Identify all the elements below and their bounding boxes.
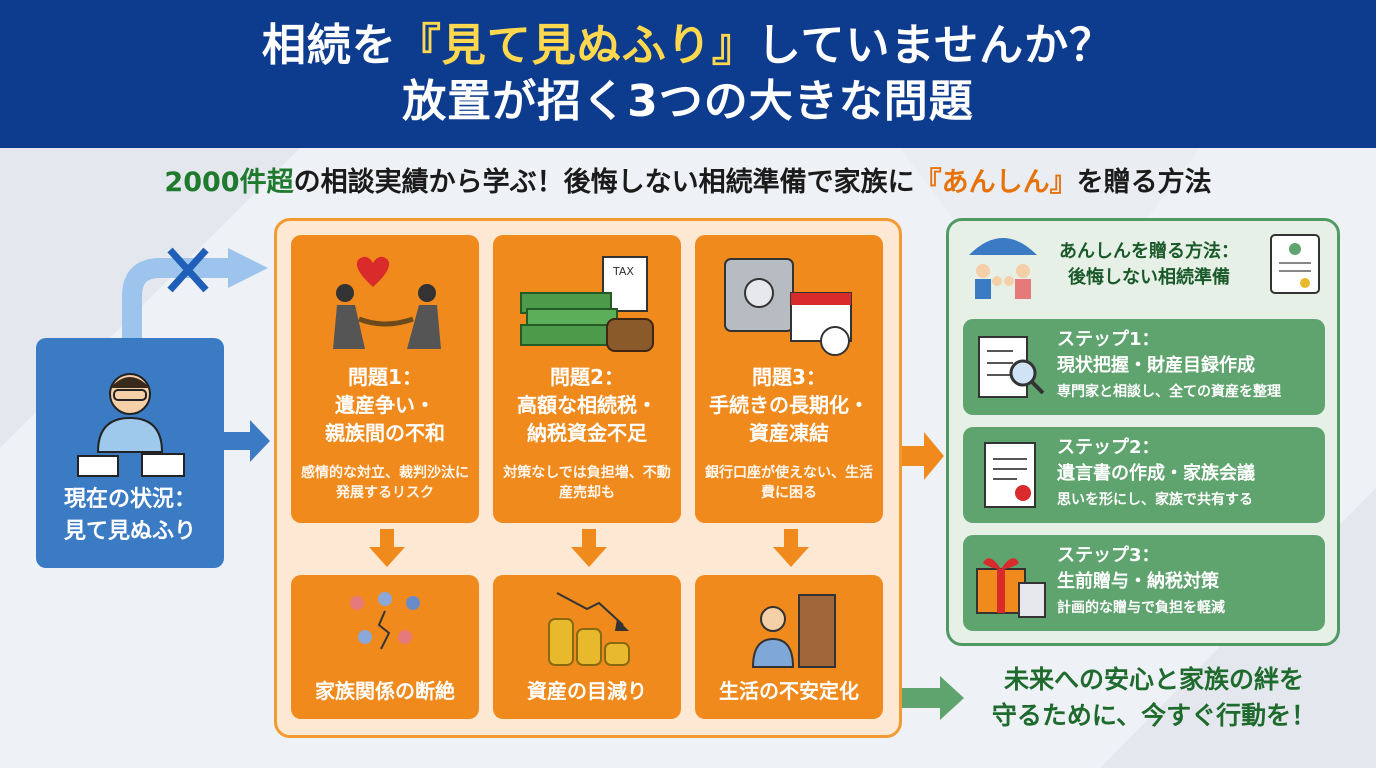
step-card-1: ステップ1： 現状把握・財産目録作成 専門家と相談し、全ての資産を整理 — [963, 319, 1325, 415]
current-label-line2: 見て見ぬふり — [63, 519, 196, 544]
problem3-desc: 銀行口座が使えない、生活費に困る — [705, 465, 873, 501]
tax-label: TAX — [612, 265, 634, 278]
money-tax-icon: TAX — [520, 256, 654, 352]
solution-panel: あんしんを贈る方法： 後悔しない相続準備 ステップ1： 現状把握・財産目録作成 … — [946, 218, 1340, 646]
closing-line1: 未来への安心と家族の絆を — [1003, 665, 1304, 694]
broken-family-icon — [350, 592, 420, 650]
family-umbrella-icon — [969, 238, 1037, 299]
problem1-title-line3: 親族間の不和 — [325, 421, 445, 445]
step-card-2: ステップ2： 遺言書の作成・家族会議 思いを形にし、家族で共有する — [963, 427, 1325, 523]
problem2-title-line3: 納税資金不足 — [527, 421, 647, 445]
tug-of-war-icon — [333, 256, 441, 349]
step2-title: 遺言書の作成・家族会議 — [1057, 463, 1255, 484]
problem2-desc: 対策なしでは負担増、不動産売却も — [503, 465, 671, 501]
closing-message: 未来への安心と家族の絆を 守るために、今すぐ行動を！ — [964, 662, 1344, 734]
step1-label: ステップ1： — [1057, 329, 1160, 350]
result-card-1: 家族関係の断絶 — [291, 575, 479, 719]
header-title-line2: 放置が招く3つの大きな問題 — [402, 76, 974, 127]
down-arrow-1 — [369, 529, 405, 567]
result-card-3: 生活の不安定化 — [695, 575, 883, 719]
result1-label: 家族関係の断絶 — [315, 679, 455, 703]
problem-card-3: 問題3： 手続きの長期化・ 資産凍結 銀行口座が使えない、生活費に困る — [695, 235, 883, 523]
problem1-desc: 感情的な対立、裁判沙汰に発展するリスク — [301, 465, 469, 501]
flow-arrows-left — [122, 247, 270, 462]
down-arrow-3 — [773, 529, 809, 567]
arrow-to-closing — [902, 676, 964, 720]
problem-card-1: 問題1： 遺産争い・ 親族間の不和 感情的な対立、裁判沙汰に発展するリスク — [291, 235, 479, 523]
worried-person-icon — [77, 373, 185, 477]
problem3-title-line1: 問題3： — [752, 365, 826, 389]
page-header: 相続を『見て見ぬふり』していませんか？ 放置が招く3つの大きな問題 — [0, 0, 1376, 148]
result3-label: 生活の不安定化 — [719, 679, 859, 703]
step1-desc: 専門家と相談し、全ての資産を整理 — [1057, 384, 1281, 400]
step3-label: ステップ3： — [1057, 545, 1160, 566]
gift-calculator-icon — [976, 558, 1046, 618]
step3-desc: 計画的な贈与で負担を軽減 — [1057, 600, 1225, 616]
problem2-title-line2: 高額な相続税・ — [517, 393, 657, 417]
step2-label: ステップ2： — [1057, 437, 1160, 458]
result-card-2: 資産の目減り — [493, 575, 681, 719]
solution-title-line1: あんしんを贈る方法： — [1059, 241, 1239, 262]
current-label-line1: 現在の状況： — [63, 487, 196, 512]
will-document-icon — [984, 442, 1036, 508]
safe-calendar-icon — [724, 258, 852, 356]
header-highlight: 『見て見ぬふり』 — [396, 20, 757, 71]
problems-panel: 問題1： 遺産争い・ 親族間の不和 感情的な対立、裁判沙汰に発展するリスク TA… — [274, 218, 902, 738]
header-title-line1: 相続を『見て見ぬふり』していませんか？ — [261, 20, 1115, 71]
problem1-title-line2: 遺産争い・ — [335, 393, 435, 417]
problem-card-2: TAX 問題2： 高額な相続税・ 納税資金不足 対策なしでは負担増、不動産売却も — [493, 235, 681, 523]
solution-header: あんしんを贈る方法： 後悔しない相続準備 — [949, 221, 1337, 305]
closing-line2: 守るために、今すぐ行動を！ — [991, 701, 1317, 730]
solution-title-line2: 後悔しない相続準備 — [1068, 267, 1230, 288]
arrow-to-solution — [902, 432, 944, 480]
coins-decline-icon — [548, 592, 630, 666]
worried-door-icon — [751, 594, 836, 668]
down-arrow-2 — [571, 529, 607, 567]
result2-label: 資産の目減り — [527, 679, 647, 703]
step3-title: 生前贈与・納税対策 — [1057, 571, 1219, 592]
problem3-title-line2: 手続きの長期化・ — [709, 393, 869, 417]
problem2-title-line1: 問題2： — [550, 365, 624, 389]
checklist-magnifier-icon — [978, 336, 1045, 398]
problem3-title-line3: 資産凍結 — [749, 421, 829, 445]
step2-desc: 思いを形にし、家族で共有する — [1057, 492, 1253, 508]
document-scroll-icon — [1270, 234, 1320, 294]
step1-title: 現状把握・財産目録作成 — [1057, 355, 1255, 376]
page-subtitle: 2000件超の相談実績から学ぶ！後悔しない相続準備で家族に『あんしん』を贈る方法 — [164, 167, 1212, 198]
problem1-title-line1: 問題1： — [348, 365, 422, 389]
step-card-3: ステップ3： 生前贈与・納税対策 計画的な贈与で負担を軽減 — [963, 535, 1325, 631]
current-situation-box: 現在の状況： 見て見ぬふり — [36, 338, 224, 568]
